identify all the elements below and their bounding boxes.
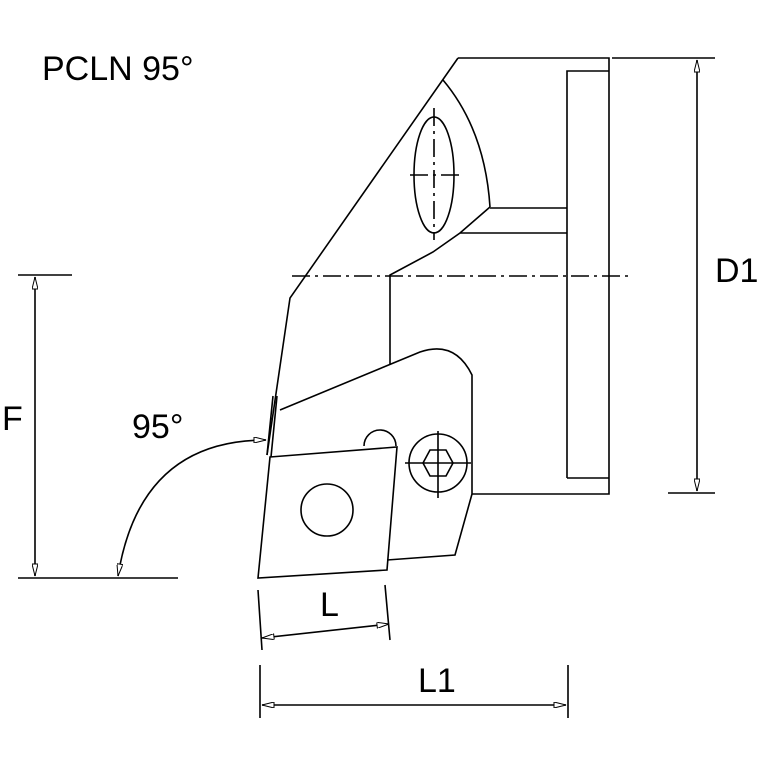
center-lines [292, 108, 628, 277]
screw [405, 431, 471, 498]
insert [257, 429, 398, 579]
label-d1: D1 [715, 252, 759, 290]
dimension-angle [118, 440, 266, 576]
dimension-d1 [612, 57, 715, 494]
dimension-l1 [259, 665, 569, 718]
label-l: L [320, 586, 339, 624]
dimension-l [257, 584, 391, 651]
label-angle: 95° [132, 408, 184, 446]
label-f: F [2, 400, 23, 438]
clamp [266, 348, 473, 561]
page-title: PCLN 95° [42, 50, 194, 88]
label-l1: L1 [418, 662, 456, 700]
dimension-f [18, 274, 178, 579]
